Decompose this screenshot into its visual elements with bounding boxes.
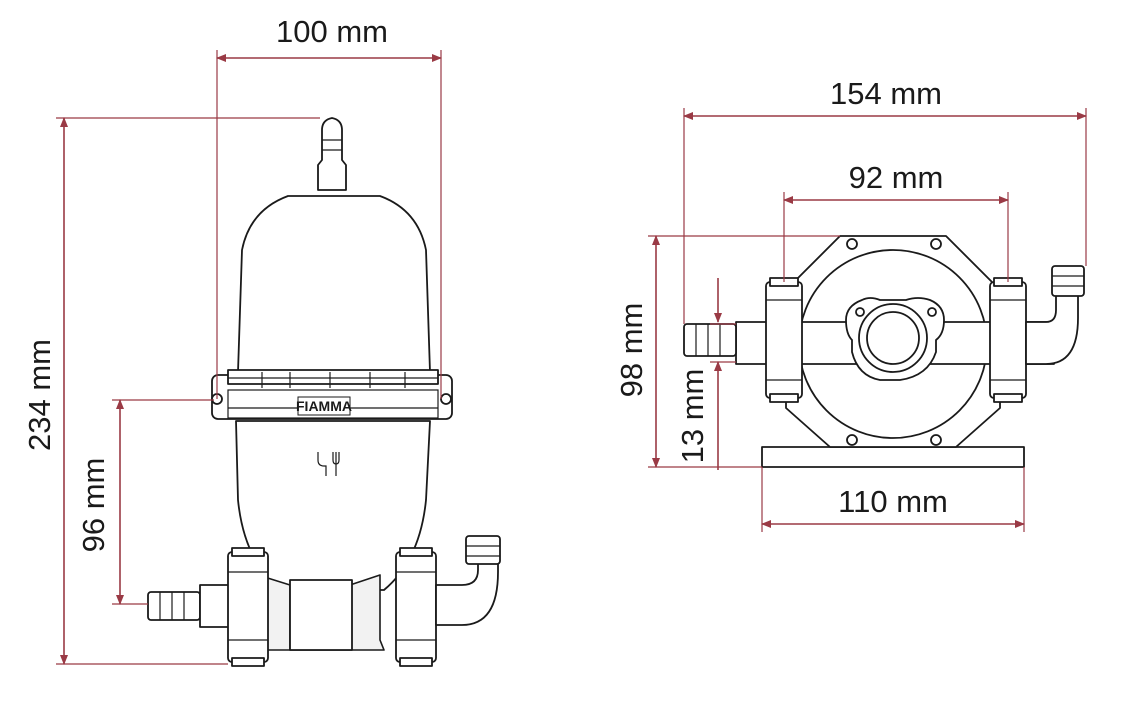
side-view-dimensions: 100 mm 234 mm 96 mm xyxy=(22,14,442,665)
dim-length-total: 154 mm xyxy=(830,76,942,111)
dim-width-side: 100 mm xyxy=(276,14,388,49)
dim-height-outlet: 96 mm xyxy=(76,458,111,553)
front-view-pump xyxy=(683,235,1085,468)
dim-height-total: 234 mm xyxy=(22,339,57,451)
dim-base-width: 110 mm xyxy=(838,484,948,519)
front-view-dimensions: 154 mm 92 mm 98 mm 13 mm 110 mm xyxy=(614,76,1087,532)
dim-port-spacing: 92 mm xyxy=(849,160,944,195)
dim-height-front: 98 mm xyxy=(614,303,649,398)
fiamma-logo: FIAMMA xyxy=(296,398,352,414)
dim-inlet-offset: 13 mm xyxy=(675,369,710,464)
food-safe-icon xyxy=(317,452,340,476)
side-view-pump: FIAMMA xyxy=(147,117,501,667)
